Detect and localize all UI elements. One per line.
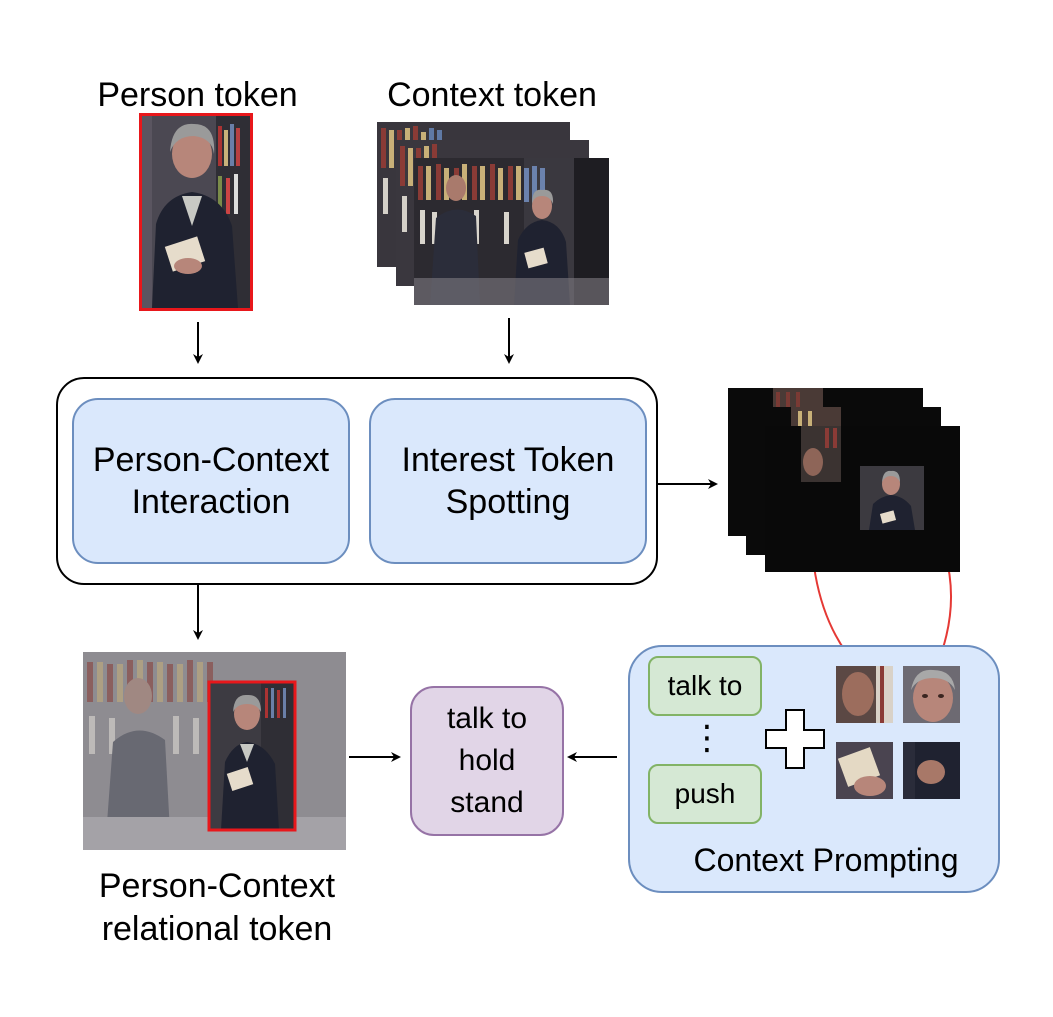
context-token-label: Context token: [387, 76, 597, 114]
interaction-line1: Person-Context: [92, 441, 330, 479]
relational-token-image: [83, 652, 346, 850]
spotting-line1: Interest Token: [401, 441, 615, 479]
prompt-pill-first: talk to: [648, 656, 762, 716]
spotting-line2: Spotting: [445, 483, 571, 521]
person-token-label: Person token: [97, 76, 298, 114]
spotted-frame-front: [765, 426, 960, 572]
prompt-pill-last: push: [648, 764, 762, 824]
context-frame-front: [414, 158, 609, 305]
person-context-interaction-module: Person-Context Interaction: [72, 398, 350, 564]
token-crop-face-profile: [836, 666, 893, 723]
relational-label-line2: relational token: [101, 910, 333, 948]
interest-token-spotting-module: Interest Token Spotting: [369, 398, 647, 564]
predicted-actions-box: talk to hold stand: [410, 686, 564, 836]
person-token-image: [139, 113, 253, 311]
plus-icon: [765, 709, 825, 769]
person-highlight-box: [207, 680, 297, 832]
output-action-2: hold: [458, 744, 516, 777]
token-crop-face-front: [903, 666, 960, 723]
output-action-3: stand: [450, 786, 524, 819]
output-action-1: talk to: [446, 702, 528, 735]
token-crop-hands: [903, 742, 960, 799]
prompt-ellipsis: ⋮: [690, 719, 724, 757]
interaction-line2: Interaction: [131, 483, 291, 521]
token-crop-book: [836, 742, 893, 799]
context-prompting-label: Context Prompting: [693, 842, 959, 878]
relational-label-line1: Person-Context: [98, 867, 336, 905]
